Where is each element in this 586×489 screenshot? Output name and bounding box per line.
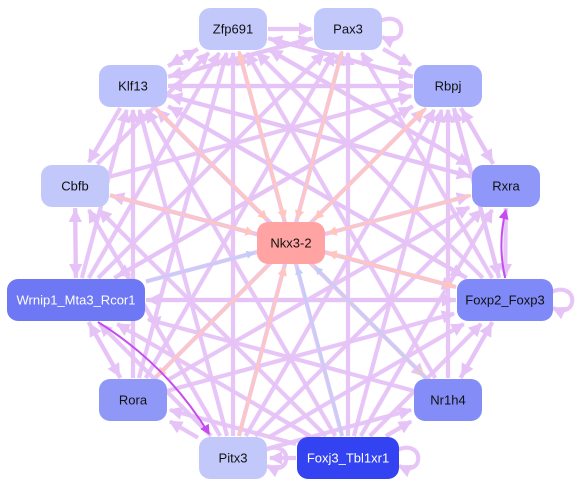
node-label-wrn: Wrnip1_Mta3_Rcor1: [17, 293, 136, 308]
node-foxj[interactable]: Foxj3_Tbl1xr1: [297, 437, 399, 479]
node-label-foxj: Foxj3_Tbl1xr1: [307, 451, 389, 466]
node-pax[interactable]: Pax3: [314, 8, 382, 50]
node-label-klf: Klf13: [118, 79, 148, 94]
node-box-klf: [99, 65, 167, 107]
node-label-rbpj: Rbpj: [435, 79, 462, 94]
edge-nkx-to-foxp: [325, 250, 455, 289]
edge-foxj-to-nr1: [384, 419, 413, 438]
node-label-pitx: Pitx3: [219, 451, 248, 466]
node-box-zfp: [199, 8, 267, 50]
edge-zfp-to-klf: [168, 47, 200, 67]
node-box-rbpj: [414, 65, 482, 107]
node-label-rxra: Rxra: [492, 179, 520, 194]
edge-nr1-to-zfp: [245, 51, 438, 380]
edge-pitx-to-foxp: [266, 322, 465, 440]
edge-wrn-to-pitx: [97, 321, 211, 435]
node-cbfb[interactable]: Cbfb: [41, 165, 109, 207]
node-foxp[interactable]: Foxp2_Foxp3: [457, 279, 553, 321]
node-box-nr1: [414, 379, 482, 421]
edge-cbfb-to-wrn: [68, 207, 83, 278]
edge-pitx-to-pitx: [264, 445, 289, 478]
edge-klf-to-nkx: [154, 106, 268, 221]
edge-foxp-to-nr1: [459, 320, 495, 378]
node-box-cbfb: [41, 165, 109, 207]
edge-pitx-to-rora: [168, 419, 200, 440]
node-rxra[interactable]: Rxra: [472, 165, 540, 207]
node-label-nkx: Nkx3-2: [270, 236, 311, 251]
node-label-foxp: Foxp2_Foxp3: [465, 293, 545, 308]
edge-cbfb-to-rbpj: [109, 92, 413, 179]
edge-foxj-to-klf: [145, 108, 338, 438]
edge-rora-to-rxra: [166, 205, 471, 382]
edge-rxra-to-foxp: [498, 207, 513, 278]
node-box-pitx: [199, 437, 267, 479]
node-zfp[interactable]: Zfp691: [199, 8, 267, 50]
node-label-zfp: Zfp691: [213, 22, 253, 37]
node-label-pax: Pax3: [333, 22, 363, 37]
edge-foxj-to-foxj: [396, 445, 421, 478]
edge-wrn-to-rora: [86, 320, 122, 378]
edge-klf-to-foxp: [166, 104, 465, 278]
node-box-foxj: [297, 437, 399, 479]
edge-nr1-to-nkx: [314, 266, 427, 379]
edge-pitx-to-nkx: [237, 266, 287, 437]
edge-nkx-to-rbpj: [311, 108, 426, 223]
node-box-pax: [314, 8, 382, 50]
node-box-foxp: [457, 279, 553, 321]
edge-nkx-to-zfp: [237, 52, 287, 222]
edge-foxp-to-foxp: [550, 287, 575, 320]
edge-rbpj-to-rxra: [458, 106, 494, 164]
node-label-rora: Rora: [119, 393, 148, 408]
edge-nkx-to-rora: [156, 263, 270, 378]
edge-pax-to-rbpj: [381, 47, 413, 67]
node-label-nr1: Nr1h4: [430, 393, 465, 408]
node-box-nkx: [257, 222, 325, 264]
edge-klf-to-cbfb: [87, 106, 123, 164]
edge-cbfb-to-zfp: [95, 51, 211, 166]
edge-pax-to-pax: [379, 16, 404, 49]
edge-rxra-to-nkx: [327, 193, 472, 236]
edge-nr1-to-wrn: [146, 316, 414, 393]
node-nr1[interactable]: Nr1h4: [414, 379, 482, 421]
node-box-wrn: [7, 279, 145, 321]
edge-pax-to-nkx: [294, 50, 344, 220]
node-rora[interactable]: Rora: [99, 379, 167, 421]
node-klf[interactable]: Klf13: [99, 65, 167, 107]
node-wrn[interactable]: Wrnip1_Mta3_Rcor1: [7, 279, 145, 321]
node-box-rxra: [472, 165, 540, 207]
edge-rora-to-pax: [143, 51, 336, 380]
node-pitx[interactable]: Pitx3: [199, 437, 267, 479]
node-box-rora: [99, 379, 167, 421]
edge-rbpj-to-wrn: [116, 104, 415, 278]
node-rbpj[interactable]: Rbpj: [414, 65, 482, 107]
edge-foxj-to-nkx: [295, 266, 344, 437]
edge-cbfb-to-nkx: [109, 193, 255, 236]
node-label-cbfb: Cbfb: [61, 179, 88, 194]
node-nkx[interactable]: Nkx3-2: [257, 222, 325, 264]
edge-pitx-to-rbpj: [243, 108, 436, 438]
edge-wrn-to-nkx: [145, 250, 255, 283]
edge-foxp-to-rxra: [498, 209, 509, 279]
